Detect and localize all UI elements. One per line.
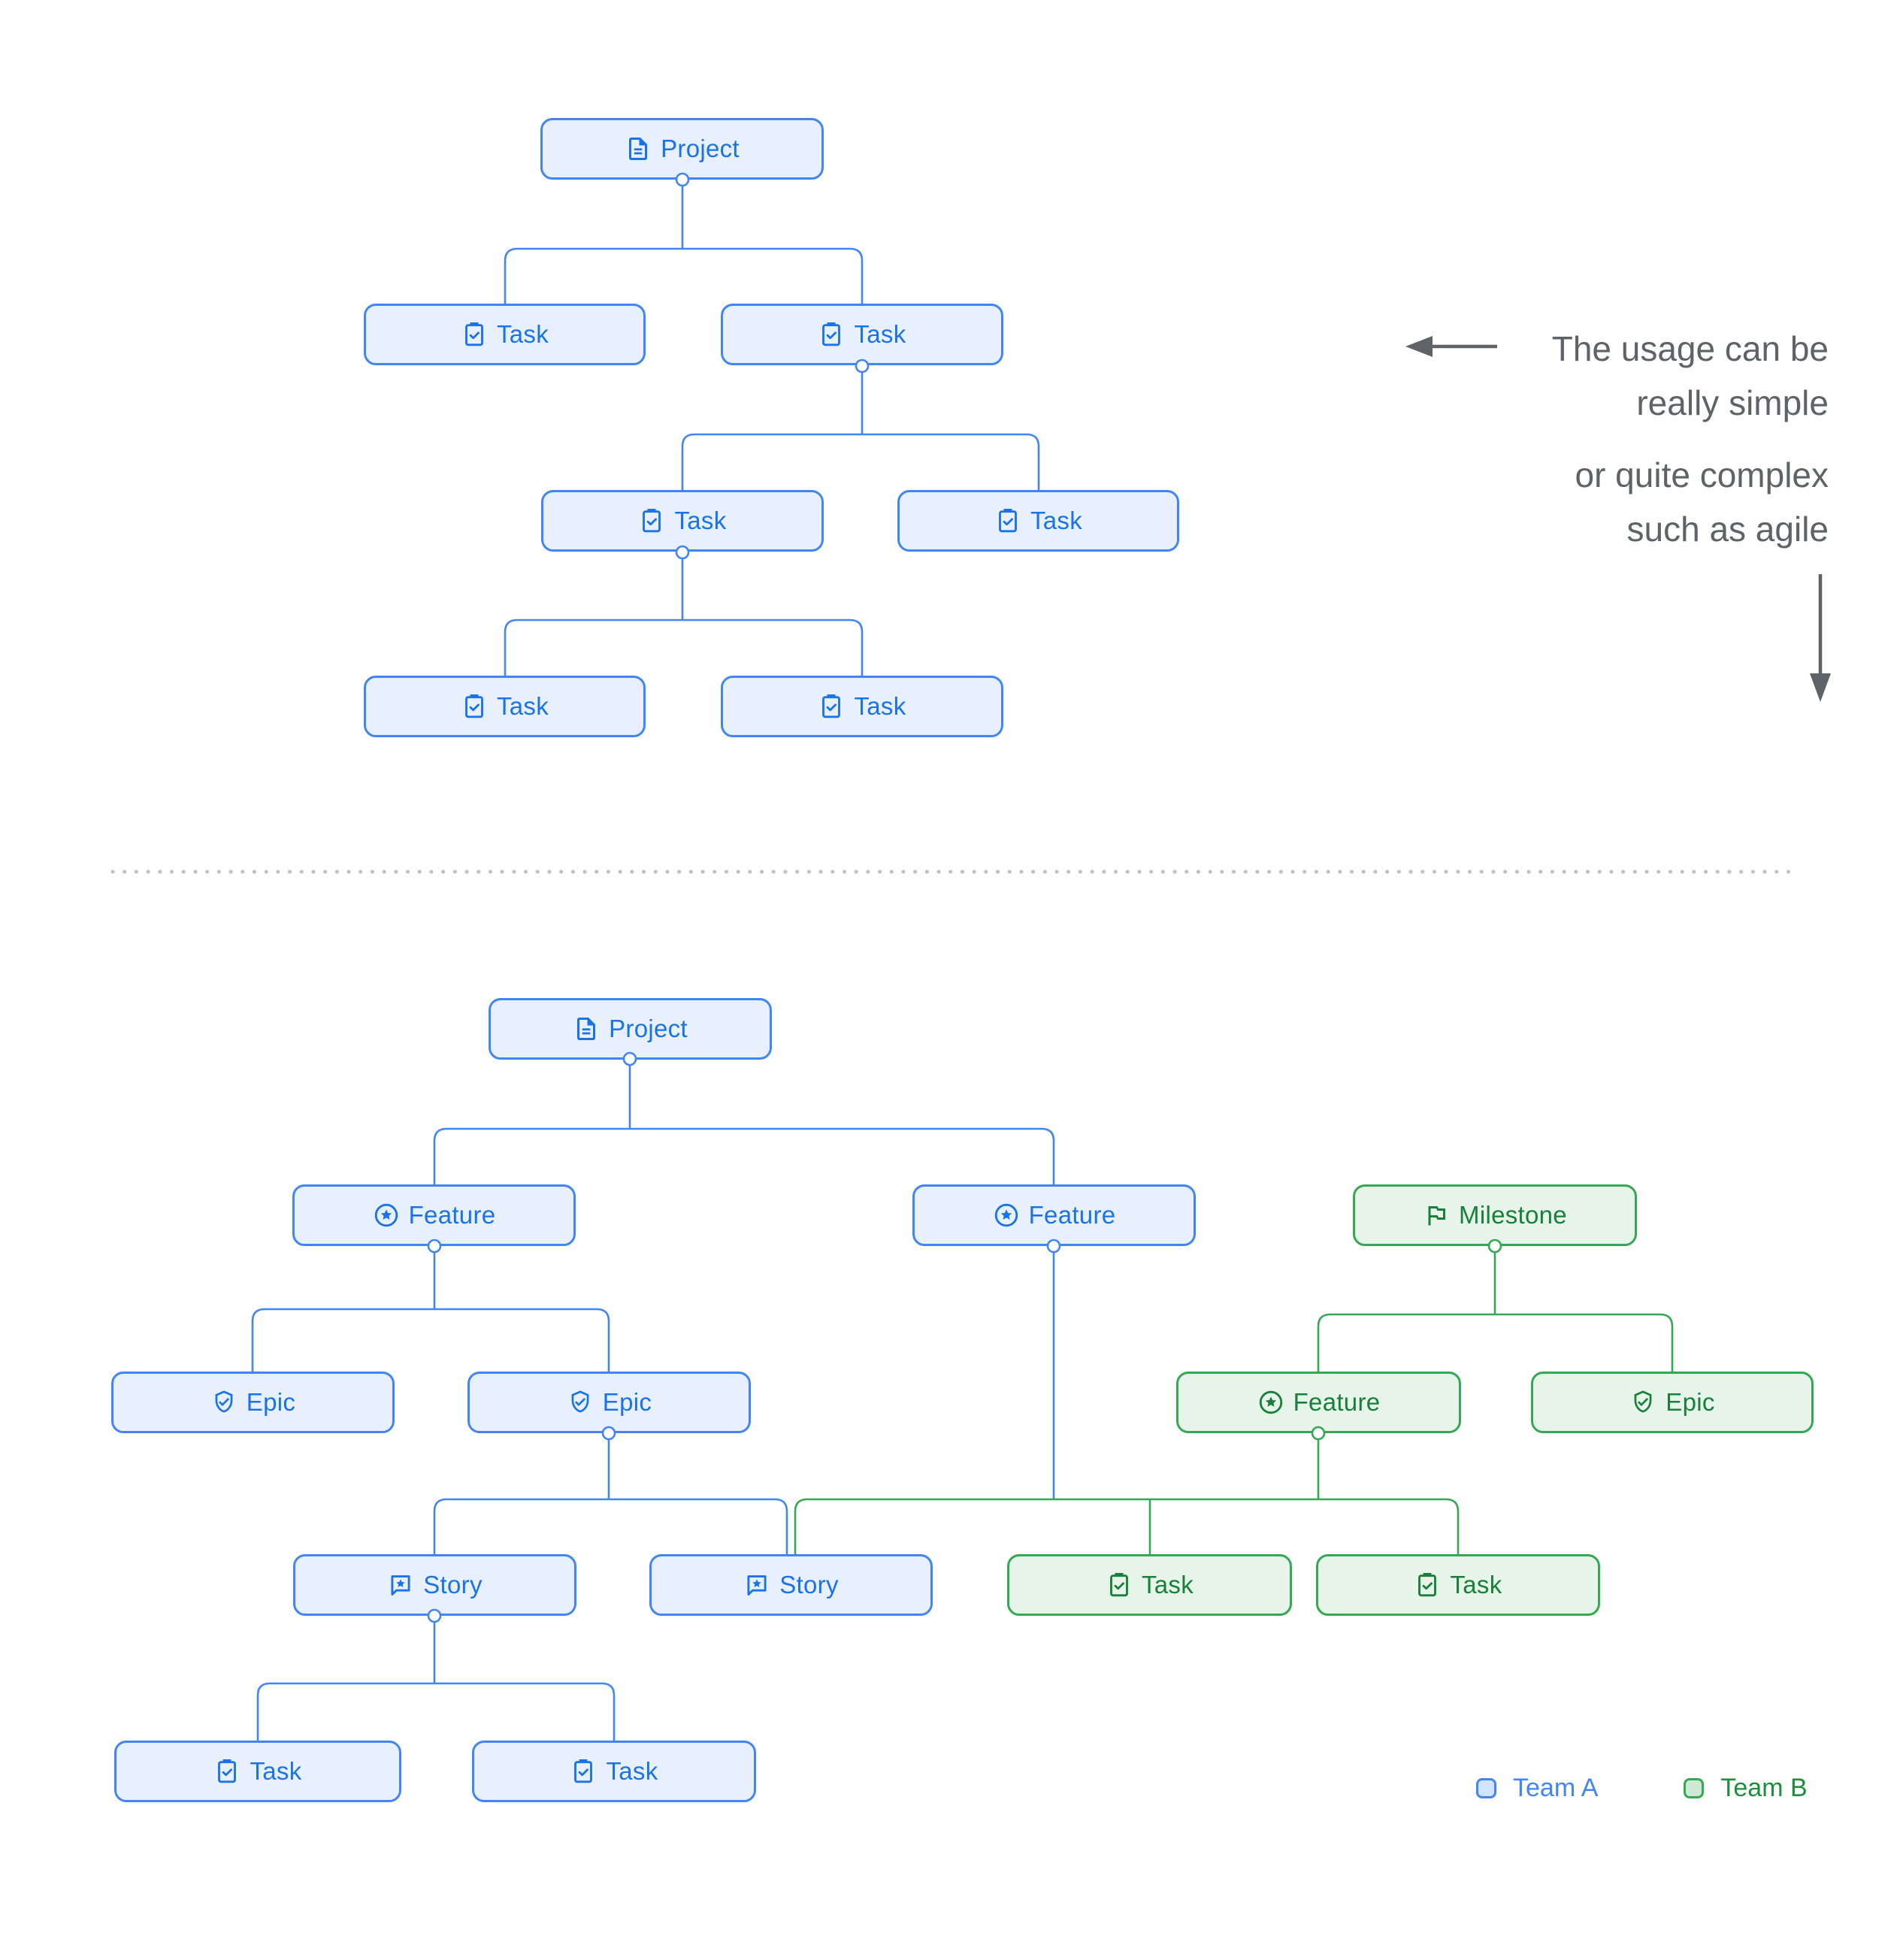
edge [504,619,864,676]
note-line: The usage can be [1551,329,1829,368]
task-icon [994,507,1021,534]
task-icon [1414,1571,1441,1599]
node-label: Task [606,1757,658,1785]
note-line: or quite complex [1575,455,1829,495]
legend-team-b: Team B [1684,1774,1808,1803]
node-task-3: Task [541,490,824,552]
node-label: Task [1450,1571,1502,1599]
node-label: Epic [1666,1388,1715,1416]
edge [681,433,1040,490]
task-icon [461,321,488,348]
node-task-6: Task [721,676,1003,737]
milestone-icon [1423,1202,1450,1229]
node-feature-3: Feature [1176,1372,1461,1433]
node-label: Task [674,507,727,534]
node-milestone: Milestone [1353,1184,1637,1246]
edge [251,1308,610,1372]
feature-icon [993,1202,1020,1229]
node-label: Project [661,135,740,162]
node-project-2: Project [489,998,772,1060]
note-simple: The usage can be really simple [1302,322,1829,430]
legend: Team A Team B [1476,1774,1808,1803]
legend-label: Team B [1720,1774,1808,1802]
node-task-8: Task [472,1741,756,1802]
node-label: Task [854,692,906,720]
node-task-5: Task [364,676,646,737]
story-icon [387,1571,414,1599]
task-icon [638,507,665,534]
epic-icon [210,1389,237,1416]
node-task-7: Task [114,1741,401,1802]
node-label: Milestone [1459,1201,1567,1229]
edge [433,1498,788,1554]
node-label: Feature [408,1201,496,1229]
node-label: Feature [1293,1388,1381,1416]
node-feature-2: Feature [912,1184,1196,1246]
project-icon [625,135,652,162]
node-label: Task [496,320,549,348]
node-label: Task [496,692,549,720]
task-icon [461,693,488,720]
node-epic-3: Epic [1531,1372,1814,1433]
feature-icon [1257,1389,1284,1416]
note-line: such as agile [1626,510,1829,549]
note-line: really simple [1636,383,1829,422]
node-task-4: Task [897,490,1179,552]
node-label: Epic [246,1388,296,1416]
note-complex: or quite complex such as agile [1302,448,1829,556]
node-task-2: Task [721,304,1003,365]
node-task-1: Task [364,304,646,365]
node-epic-2: Epic [467,1372,751,1433]
node-label: Task [1141,1571,1194,1599]
edge [433,1127,1055,1184]
epic-icon [1629,1389,1656,1416]
legend-label: Team A [1513,1774,1599,1802]
node-feature-1: Feature [292,1184,576,1246]
task-icon [818,321,845,348]
node-label: Feature [1028,1201,1116,1229]
node-story-2: Story [649,1554,933,1616]
feature-icon [373,1202,400,1229]
epic-icon [567,1389,594,1416]
edge [794,1498,1460,1554]
edge [256,1682,616,1741]
task-icon [570,1758,597,1785]
node-label: Epic [602,1388,652,1416]
node-label: Project [609,1015,688,1042]
project-icon [573,1015,600,1042]
node-label: Task [250,1757,302,1785]
node-epic-1: Epic [111,1372,395,1433]
task-icon [1106,1571,1133,1599]
team-a-swatch [1476,1778,1496,1798]
node-story-1: Story [293,1554,576,1616]
node-task-green-1: Task [1007,1554,1292,1616]
team-b-swatch [1684,1778,1705,1798]
node-label: Story [779,1571,839,1599]
edge [1317,1313,1674,1372]
node-project: Project [540,118,824,180]
task-icon [213,1758,241,1785]
edge [504,247,864,304]
task-icon [818,693,845,720]
node-label: Story [423,1571,483,1599]
node-task-green-2: Task [1316,1554,1600,1616]
down-arrow-head [1810,673,1831,702]
legend-team-a: Team A [1476,1774,1598,1803]
node-label: Task [854,320,906,348]
story-icon [743,1571,770,1599]
node-label: Task [1030,507,1083,534]
